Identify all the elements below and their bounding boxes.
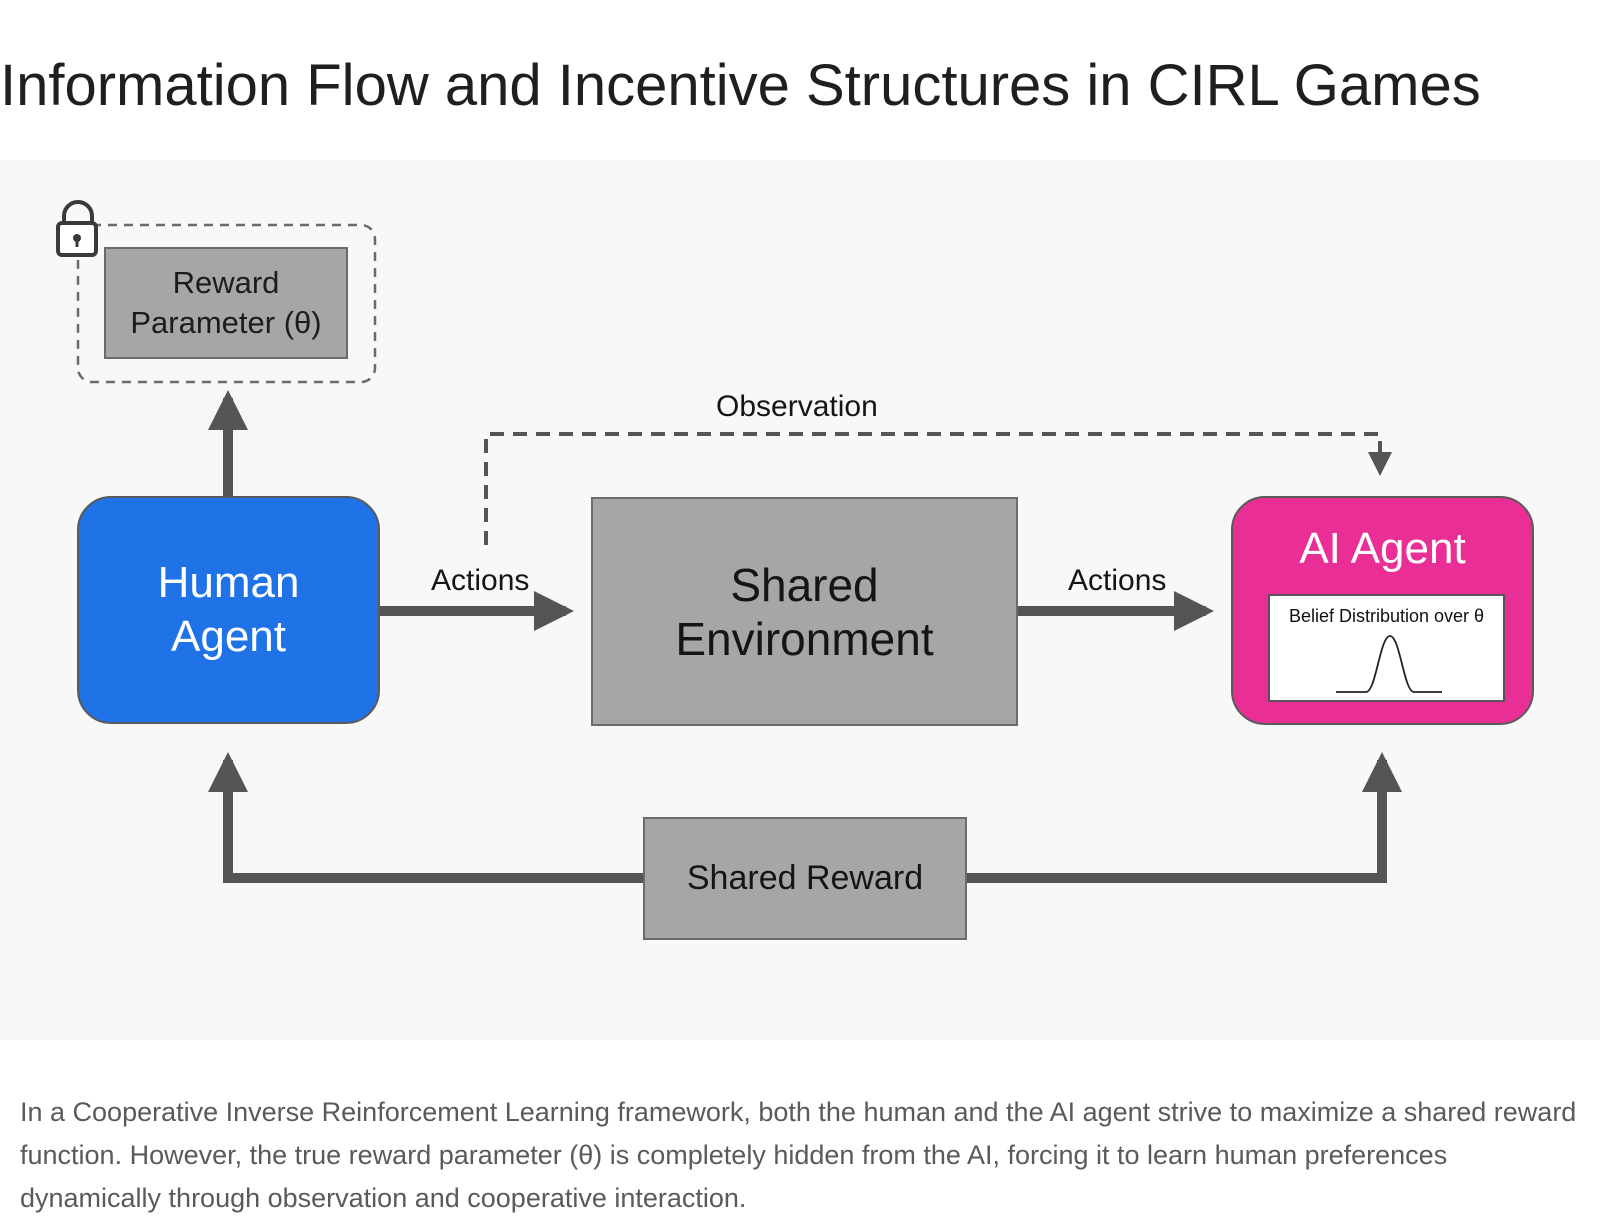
ai-agent-label: AI Agent [1299,524,1466,573]
reward-parameter-label: Reward Parameter (θ) [130,265,322,340]
hidden-frame [76,223,377,384]
arrow-observation [484,432,1392,545]
shared-environment-box: Shared Environment [591,497,1018,726]
human-agent-label: Human Agent [157,558,300,661]
bell-curve-icon [1336,635,1442,693]
actions-label-environment-to-ai: Actions [1068,564,1167,597]
belief-distribution-box: Belief Distribution over θ [1268,594,1505,702]
arrow-reward-to-human [208,752,643,883]
page-title: Information Flow and Incentive Structure… [0,53,1481,118]
human-agent-box: Human Agent [77,496,380,724]
reward-parameter-box: Reward Parameter (θ) [104,247,348,359]
figure-caption: In a Cooperative Inverse Reinforcement L… [20,1097,1577,1213]
shared-reward-label: Shared Reward [686,859,924,897]
actions-label-human-to-environment: Actions [431,564,530,597]
belief-distribution-label: Belief Distribution over θ [1288,606,1485,626]
ai-agent-box: AI Agent Belief Distribution over θ [1231,496,1534,725]
lock-icon [56,200,98,257]
shared-environment-label: Shared Environment [675,558,934,665]
observation-label: Observation [716,390,878,423]
arrow-reward-to-ai [967,752,1402,883]
shared-reward-box: Shared Reward [643,817,967,940]
